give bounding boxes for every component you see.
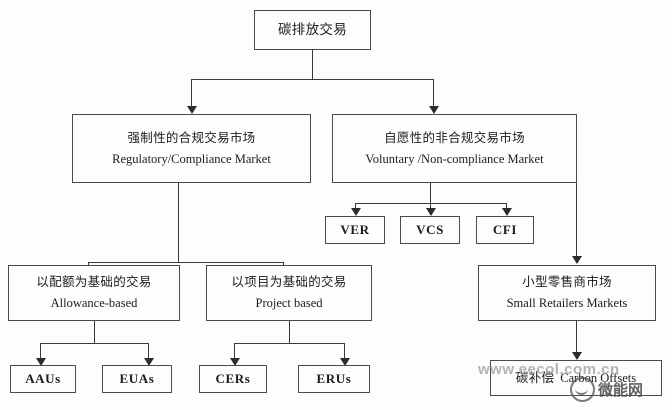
- node-vcs-label: VCS: [416, 222, 444, 238]
- node-erus-label: ERUs: [316, 371, 352, 387]
- node-root-label-cn: 碳排放交易: [278, 21, 347, 38]
- node-small-retailers-markets[interactable]: 小型零售商市场 Small Retailers Markets: [478, 265, 656, 321]
- node-compliance-label-cn: 强制性的合规交易市场: [127, 129, 256, 145]
- node-vcs[interactable]: VCS: [400, 216, 460, 244]
- node-allowance-label-en: Allowance-based: [50, 296, 138, 310]
- arrowhead-retailers-to-offsets: [572, 352, 582, 360]
- connector-allowance-to-aaus: [40, 343, 41, 361]
- node-voluntary-label-en: Voluntary /Non-compliance Market: [365, 151, 544, 166]
- arrowhead-root-to-voluntary: [429, 106, 439, 114]
- node-voluntary-label-cn: 自愿性的非合规交易市场: [384, 129, 525, 145]
- arrowhead-root-to-compliance: [187, 106, 197, 114]
- arrowhead-voluntary-to-vcs: [426, 208, 436, 216]
- connector-compliance-bus: [88, 262, 283, 263]
- arrowhead-voluntary-to-retailers: [572, 256, 582, 264]
- connector-retailers-to-offsets: [576, 321, 577, 357]
- connector-voluntary-to-cfi: [506, 203, 507, 211]
- connector-compliance-stem: [178, 183, 179, 262]
- node-compliance-label-en: Regulatory/Compliance Market: [112, 151, 271, 166]
- connector-project-to-erus: [344, 343, 345, 361]
- connector-voluntary-stem: [430, 183, 431, 210]
- node-ver-label: VER: [340, 222, 370, 238]
- node-erus[interactable]: ERUs: [298, 365, 370, 393]
- node-aaus[interactable]: AAUs: [10, 365, 76, 393]
- arrowhead-voluntary-to-cfi: [502, 208, 512, 216]
- arrowhead-allowance-to-aaus: [36, 358, 46, 366]
- connector-project-stem: [289, 321, 290, 343]
- connector-voluntary-to-retailers: [576, 183, 577, 261]
- arrowhead-project-to-cers: [230, 358, 240, 366]
- node-aaus-label: AAUs: [25, 371, 61, 387]
- node-project-based[interactable]: 以项目为基础的交易 Project based: [206, 265, 372, 321]
- node-project-label-cn: 以项目为基础的交易: [231, 274, 347, 290]
- connector-project-to-cers: [234, 343, 235, 361]
- node-cfi-label: CFI: [492, 222, 518, 238]
- connector-root-stem: [312, 50, 313, 79]
- node-cfi[interactable]: CFI: [476, 216, 534, 244]
- connector-voluntary-to-ver: [355, 203, 356, 211]
- connector-allowance-bus: [40, 343, 148, 344]
- node-retailers-label-cn: 小型零售商市场: [522, 274, 612, 290]
- node-euas-label: EUAs: [119, 371, 155, 387]
- connector-project-bus: [234, 343, 344, 344]
- connector-allowance-stem: [94, 321, 95, 343]
- node-offsets-label-en: Carbon Offsets: [560, 370, 637, 385]
- node-cers[interactable]: CERs: [199, 365, 267, 393]
- connector-voluntary-bus: [355, 203, 506, 204]
- connector-root-bus: [191, 79, 433, 80]
- connector-allowance-to-euas: [148, 343, 149, 361]
- arrowhead-voluntary-to-ver: [351, 208, 361, 216]
- node-regulatory-compliance-market[interactable]: 强制性的合规交易市场 Regulatory/Compliance Market: [72, 114, 311, 183]
- node-voluntary-noncompliance-market[interactable]: 自愿性的非合规交易市场 Voluntary /Non-compliance Ma…: [332, 114, 577, 183]
- connector-root-to-compliance: [191, 79, 192, 108]
- node-carbon-offsets[interactable]: 碳补偿 Carbon Offsets: [490, 360, 662, 396]
- node-allowance-based[interactable]: 以配额为基础的交易 Allowance-based: [8, 265, 180, 321]
- arrowhead-allowance-to-euas: [144, 358, 154, 366]
- node-retailers-label-en: Small Retailers Markets: [506, 296, 628, 310]
- node-root-carbon-emission-trading[interactable]: 碳排放交易: [254, 10, 371, 50]
- node-offsets-label-cn: 碳补偿: [515, 369, 555, 385]
- node-project-label-en: Project based: [255, 296, 323, 310]
- arrowhead-project-to-erus: [340, 358, 350, 366]
- node-ver[interactable]: VER: [325, 216, 385, 244]
- node-cers-label: CERs: [215, 371, 251, 387]
- node-euas[interactable]: EUAs: [102, 365, 172, 393]
- connector-root-to-voluntary: [433, 79, 434, 108]
- node-allowance-label-cn: 以配额为基础的交易: [36, 274, 152, 290]
